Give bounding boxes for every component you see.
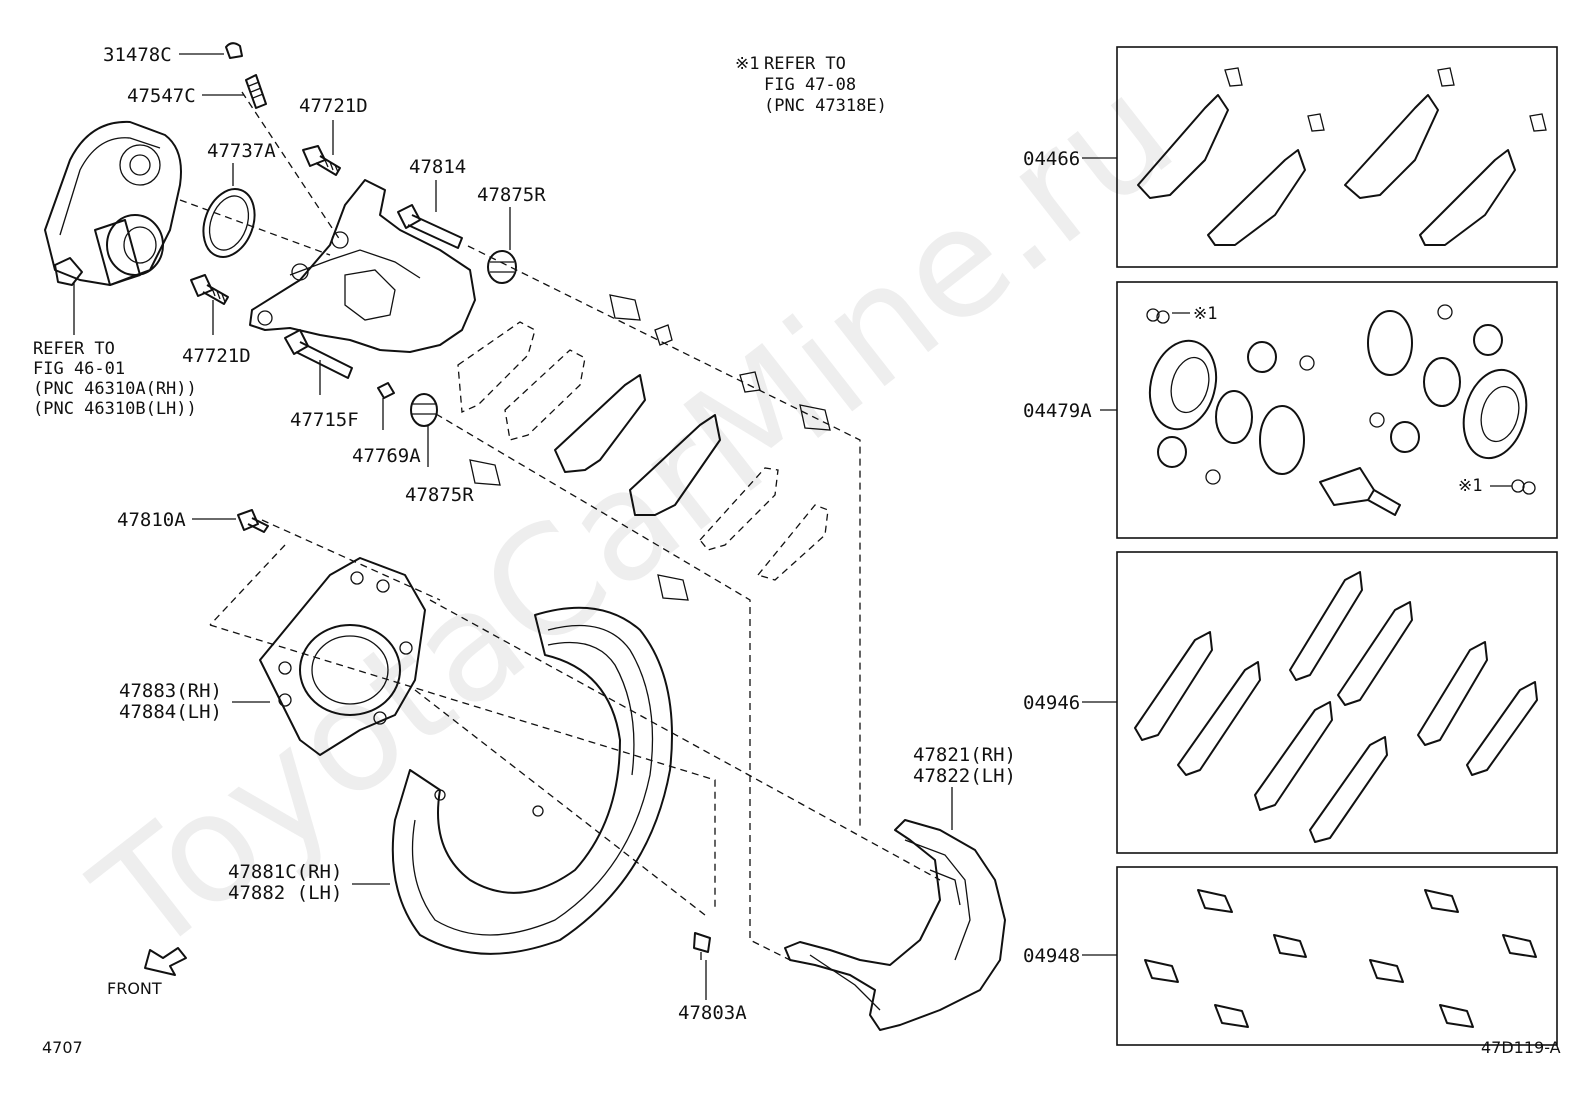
caliper-bolt-bottom [190,274,229,305]
backing-plate-shim [259,557,426,756]
label-47721D-bottom: 47721D [182,345,251,367]
label-47737A: 47737A [207,140,276,162]
label-47814: 47814 [409,156,466,178]
kit-04466: 04466 [1023,46,1558,268]
pin-boot-upper [487,250,517,284]
kit-04948-box [1116,866,1558,1046]
bleeder-screw [245,74,267,109]
bushing-47769A [377,382,395,399]
label-47769A: 47769A [352,445,421,467]
figure-number-right: 47D119-A [1481,1038,1561,1057]
guide-pin-lower [284,329,353,379]
actuator-ref-line3: (PNC 46310A(RH)) [33,379,197,399]
kit-04479A-code: 04479A [1023,400,1092,422]
actuator-ref-line4: (PNC 46310B(LH)) [33,399,197,419]
leader-lines [73,53,953,1000]
caliper-bolt-top [302,145,341,176]
label-47822: 47822(LH) [913,765,1016,787]
pad-shim-set [457,294,831,601]
kit-04948-code: 04948 [1023,945,1080,967]
label-47883: 47883(RH) [119,680,222,702]
note-symbol: ※1 [735,54,759,74]
o-ring [202,188,256,258]
kit-04479A-ref-bottom: ※1 [1458,476,1482,496]
kit-04479A-box [1116,281,1558,539]
kit-04479A: 04479A ※1 ※1 [1023,281,1558,539]
bolt-47810A [237,509,269,533]
note-line1: REFER TO [764,54,846,74]
kit-04466-box [1116,46,1558,268]
label-47884: 47884(LH) [119,701,222,723]
front-label: FRONT [107,979,162,998]
label-47810A: 47810A [117,509,186,531]
caliper-body [249,179,476,353]
assembly-guide-lines [179,91,941,961]
pin-boot-lower [410,393,438,427]
kit-04479A-ref-top: ※1 [1193,304,1217,324]
label-47875R-top: 47875R [477,184,546,206]
note-line2: FIG 47-08 [764,75,856,95]
watermark: ToyotaCarMine.ru [64,44,1205,988]
label-31478C: 31478C [103,44,172,66]
front-arrow [144,947,187,976]
label-47882: 47882 (LH) [228,882,342,904]
kit-04946-box [1116,551,1558,854]
parking-brake-actuator [44,120,182,286]
label-47881C: 47881C(RH) [228,861,342,883]
actuator-ref-line2: FIG 46-01 [33,359,125,379]
label-47875R-bottom: 47875R [405,484,474,506]
kit-04946-code: 04946 [1023,692,1080,714]
kit-04946: 04946 [1023,551,1558,854]
label-47821: 47821(RH) [913,744,1016,766]
dust-cover [391,606,673,955]
label-47715F: 47715F [290,409,359,431]
bleeder-cap [225,42,243,59]
label-47803A: 47803A [678,1002,747,1024]
label-47547C: 47547C [127,85,196,107]
note-line3: (PNC 47318E) [764,96,887,116]
kit-04466-code: 04466 [1023,148,1080,170]
label-47721D-top: 47721D [299,95,368,117]
caliper-bracket [784,819,1006,1031]
figure-number-left: 4707 [42,1038,83,1057]
kit-04948: 04948 [1023,866,1558,1046]
actuator-ref-line1: REFER TO [33,339,115,359]
bolt-47803A [693,932,711,960]
guide-pin-upper [397,204,463,249]
